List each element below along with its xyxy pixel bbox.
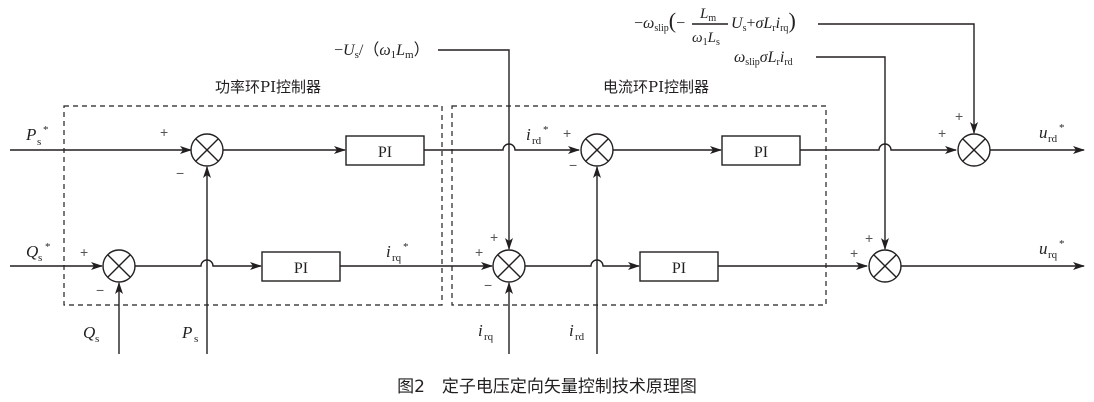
svg-text:+: +	[850, 245, 858, 261]
svg-text:s: s	[95, 333, 99, 345]
current-loop-label: 电流环PI控制器	[603, 78, 709, 96]
label-comp-d: −ωslip(− Lm ω1Ls Us+σLrirq)	[634, 6, 796, 48]
sum-junction-urd	[957, 133, 991, 167]
label-irq: i rq	[478, 321, 494, 343]
label-ird: i rd	[569, 321, 585, 343]
svg-text:rd: rd	[575, 331, 585, 343]
svg-text:Us+σLrirq): Us+σLrirq)	[731, 8, 796, 34]
svg-text:rd: rd	[1048, 133, 1058, 145]
svg-text:*: *	[43, 124, 49, 136]
current-loop-frame	[451, 105, 827, 306]
power-loop-frame	[63, 105, 443, 306]
comp-q-line	[816, 56, 889, 250]
svg-text:−: −	[96, 282, 104, 298]
comp-d-line	[818, 23, 978, 134]
label-urq-ref: u rq *	[1039, 238, 1065, 261]
svg-text:Lm: Lm	[699, 6, 716, 24]
svg-text:−Us/（ω1Lm）: −Us/（ω1Lm）	[334, 41, 430, 61]
svg-text:*: *	[1059, 122, 1065, 134]
svg-text:−: −	[569, 157, 577, 173]
power-loop-label: 功率环PI控制器	[215, 78, 321, 96]
svg-text:u: u	[1039, 239, 1048, 258]
svg-text:PI: PI	[672, 260, 686, 277]
label-ps: P s	[181, 323, 198, 345]
svg-text:i: i	[478, 321, 483, 340]
svg-text:+: +	[160, 124, 168, 140]
us-feedforward-line	[438, 49, 513, 250]
svg-text:ω1Ls: ω1Ls	[692, 30, 720, 48]
label-irq-ref: i rq *	[386, 241, 409, 264]
svg-text:−: −	[484, 277, 492, 293]
svg-text:s: s	[37, 136, 41, 148]
sum-junction-rd	[580, 133, 614, 167]
svg-text:+: +	[938, 125, 946, 141]
svg-text:+: +	[490, 229, 498, 245]
svg-text:rq: rq	[392, 252, 402, 264]
svg-text:+: +	[475, 244, 483, 260]
svg-text:P: P	[25, 125, 36, 144]
svg-text:i: i	[569, 321, 574, 340]
sum-junction-rq	[492, 249, 526, 283]
svg-text:+: +	[865, 230, 873, 246]
svg-text:s: s	[194, 333, 198, 345]
label-qs-ref: Q s *	[26, 241, 51, 264]
sum-junction-q	[102, 249, 136, 283]
svg-text:u: u	[1039, 123, 1048, 142]
svg-text:−: −	[176, 165, 184, 181]
svg-text:P: P	[181, 323, 192, 342]
pi-block-q	[261, 251, 341, 282]
svg-text:Q: Q	[83, 323, 95, 342]
label-ps-ref: P s *	[25, 124, 49, 148]
figure-caption: 图2 定子电压定向矢量控制技术原理图	[397, 377, 697, 397]
sum-junction-p	[190, 133, 224, 167]
label-qs: Q s	[83, 323, 99, 345]
svg-text:*: *	[45, 241, 51, 253]
svg-text:PI: PI	[754, 144, 768, 161]
label-urd-ref: u rd *	[1039, 122, 1065, 145]
svg-text:rq: rq	[1048, 249, 1058, 261]
svg-text:i: i	[526, 125, 531, 144]
svg-text:*: *	[543, 124, 549, 136]
svg-text:+: +	[563, 125, 571, 141]
label-ird-ref: i rd *	[526, 124, 549, 147]
svg-text:PI: PI	[378, 144, 392, 161]
svg-text:*: *	[403, 241, 409, 253]
svg-text:rd: rd	[532, 135, 542, 147]
label-comp-q: ωslipσLrird	[734, 49, 793, 68]
svg-text:Q: Q	[26, 242, 38, 261]
svg-text:+: +	[80, 244, 88, 260]
svg-text:rq: rq	[484, 331, 494, 343]
svg-text:PI: PI	[294, 260, 308, 277]
svg-text:*: *	[1059, 238, 1065, 250]
label-us-feedforward: −Us/（ω1Lm）	[334, 41, 430, 61]
svg-text:−ωslip(−: −ωslip(−	[634, 8, 685, 34]
svg-text:s: s	[38, 252, 42, 264]
svg-text:ωslipσLrird: ωslipσLrird	[734, 49, 793, 68]
svg-text:+: +	[955, 108, 963, 124]
svg-text:i: i	[386, 242, 391, 261]
sum-junction-urq	[868, 249, 902, 283]
